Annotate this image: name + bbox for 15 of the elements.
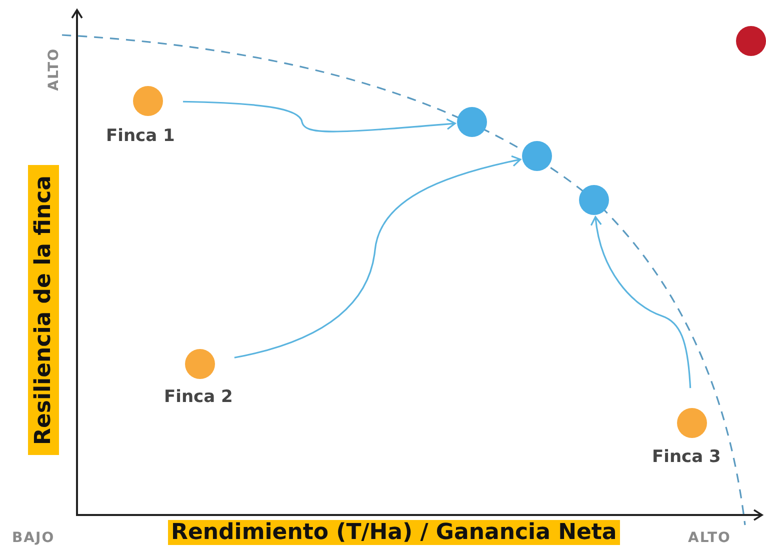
dot-marker <box>579 185 609 215</box>
arrow <box>182 100 456 132</box>
dot-marker <box>522 141 552 171</box>
arrow <box>590 216 692 388</box>
node-label: Finca 1 <box>106 126 175 146</box>
dot-marker <box>736 26 766 56</box>
axis-end-label: ALTO <box>688 530 731 546</box>
arrow <box>234 155 522 358</box>
axis-end-label: BAJO <box>12 530 55 546</box>
axis-title: Rendimiento (T/Ha) / Ganancia Neta <box>168 520 620 545</box>
node-label: Finca 3 <box>652 447 721 467</box>
axis-title: Resiliencia de la finca <box>28 165 59 455</box>
dot-marker <box>457 107 487 137</box>
axis-end-label: ALTO <box>46 48 62 91</box>
node-label: Finca 2 <box>164 387 233 407</box>
